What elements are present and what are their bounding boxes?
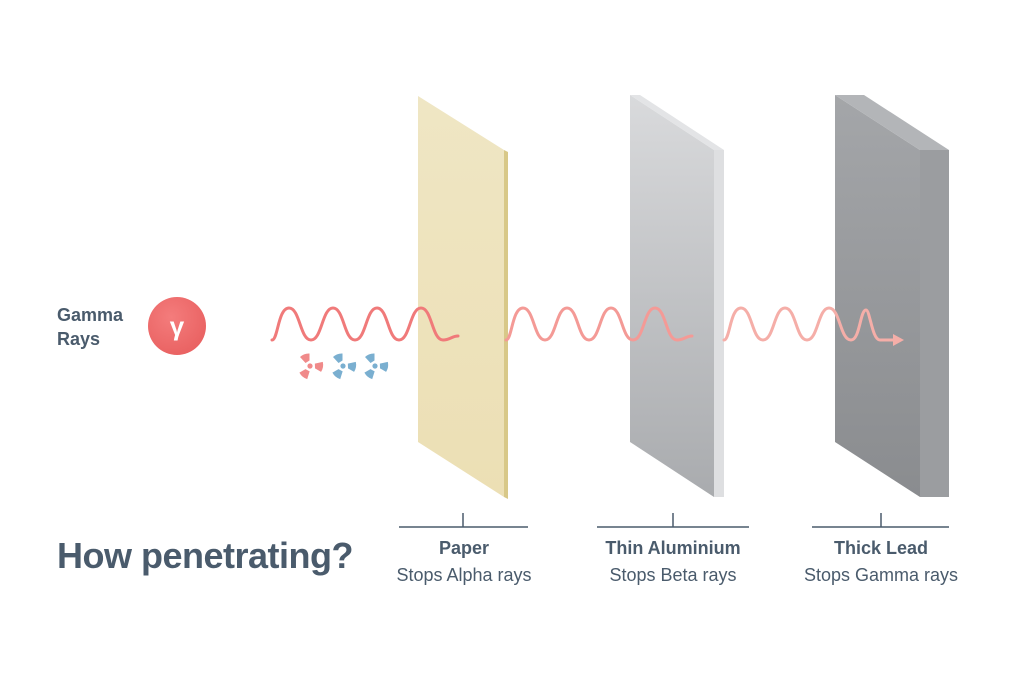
barrier-effect: Stops Gamma rays	[803, 565, 959, 585]
gamma-wave-segment-1	[270, 306, 460, 342]
gamma-symbol-badge: γ	[148, 297, 206, 355]
label-brackets	[399, 513, 949, 528]
diagram-question: How penetrating?	[57, 535, 354, 576]
lead-caption: Thick Lead Stops Gamma rays	[790, 536, 972, 590]
barrier-effect: Stops Alpha rays	[396, 565, 532, 585]
lead-barrier	[835, 95, 949, 497]
radiation-icon-gamma	[364, 353, 389, 380]
aluminium-caption: Thin Aluminium Stops Beta rays	[597, 536, 749, 590]
gamma-wave	[270, 306, 904, 346]
gamma-wave-segment-2	[504, 306, 694, 342]
barrier-name: Thick Lead	[833, 538, 929, 558]
aluminium-barrier	[630, 95, 724, 497]
paper-caption: Paper Stops Alpha rays	[388, 536, 540, 590]
gamma-wave-arrowhead	[893, 334, 904, 346]
barrier-name: Thin Aluminium	[605, 538, 741, 558]
radiation-icon-alpha	[299, 353, 324, 380]
barrier-name: Paper	[438, 538, 490, 558]
gamma-wave-segment-3	[722, 306, 902, 342]
paper-barrier	[418, 96, 508, 499]
radiation-icon-beta	[332, 353, 357, 380]
source-label: Gamma Rays	[57, 305, 124, 349]
barrier-effect: Stops Beta rays	[609, 565, 737, 585]
